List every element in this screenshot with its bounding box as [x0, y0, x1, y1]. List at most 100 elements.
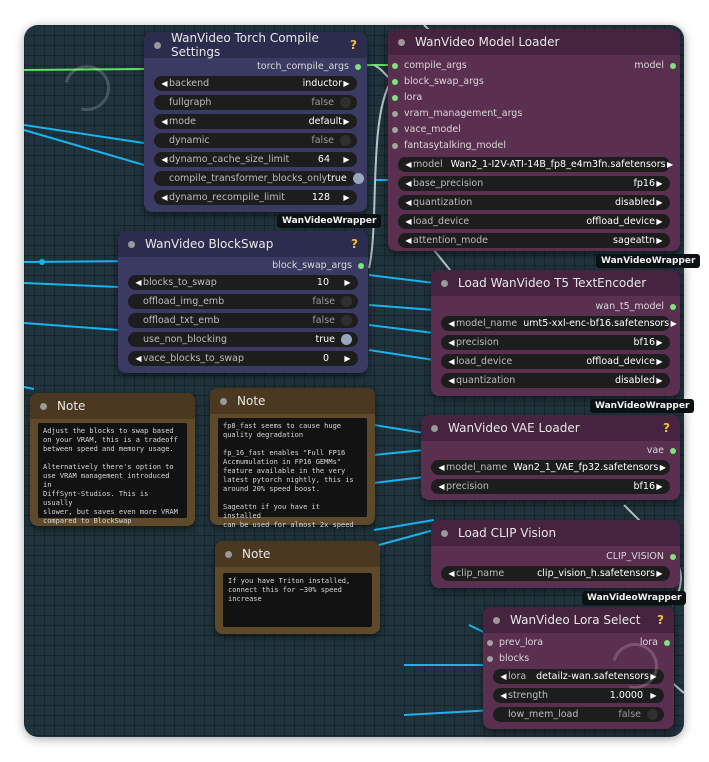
- arrow-right-icon[interactable]: ▶: [656, 482, 663, 491]
- input-block-swap-args[interactable]: block_swap_args: [392, 76, 484, 87]
- output-lora[interactable]: lora: [640, 637, 670, 648]
- note-text[interactable]: Adjust the blocks to swap based on your …: [38, 423, 187, 525]
- arrow-left-icon[interactable]: ◀: [405, 217, 412, 226]
- input-fantasytalking-model[interactable]: fantasytalking_model: [392, 140, 506, 151]
- output-wan-t5-model[interactable]: wan_t5_model: [596, 301, 676, 312]
- node-header[interactable]: Load WanVideo T5 TextEncoder: [431, 270, 680, 296]
- output-clip-vision[interactable]: CLIP_VISION: [606, 551, 676, 562]
- arrow-left-icon[interactable]: ◀: [161, 155, 168, 164]
- arrow-left-icon[interactable]: ◀: [438, 482, 445, 491]
- output-socket-icon[interactable]: [670, 447, 676, 454]
- collapse-dot-icon[interactable]: [128, 240, 135, 248]
- arrow-right-icon[interactable]: ▶: [656, 376, 663, 385]
- arrow-right-icon[interactable]: ▶: [344, 278, 351, 287]
- arrow-right-icon[interactable]: ▶: [656, 338, 663, 347]
- toggle-icon[interactable]: [340, 97, 351, 108]
- input-socket-icon[interactable]: [392, 110, 398, 117]
- node-header[interactable]: Load CLIP Vision: [431, 520, 680, 546]
- node-header[interactable]: Note: [30, 393, 195, 419]
- arrow-right-icon[interactable]: ▶: [670, 319, 677, 328]
- note-text[interactable]: fp8_fast seems to cause huge quality deg…: [218, 418, 367, 529]
- output-socket-icon[interactable]: [664, 639, 670, 646]
- output-block-swap-args[interactable]: block_swap_args: [272, 260, 364, 271]
- toggle-icon[interactable]: [647, 709, 658, 720]
- node-wanvideo-blockswap[interactable]: WanVideo BlockSwap ? block_swap_args ◀bl…: [118, 231, 368, 373]
- node-graph-canvas[interactable]: WanVideo Torch Compile Settings ? torch_…: [23, 24, 701, 737]
- input-vram-management-args[interactable]: vram_management_args: [392, 108, 522, 119]
- input-socket-icon[interactable]: [392, 78, 398, 85]
- input-socket-icon[interactable]: [392, 126, 398, 133]
- node-wanvideo-lora-select[interactable]: WanVideo Lora Select ? prev_lora blocks …: [483, 607, 674, 729]
- arrow-right-icon[interactable]: ▶: [344, 354, 351, 363]
- node-note-blockswap[interactable]: Note Adjust the blocks to swap based on …: [30, 393, 195, 526]
- input-blocks[interactable]: blocks: [487, 653, 529, 664]
- input-compile-args[interactable]: compile_args: [392, 60, 467, 71]
- collapse-dot-icon[interactable]: [441, 279, 448, 287]
- output-socket-icon[interactable]: [358, 262, 364, 269]
- arrow-right-icon[interactable]: ▶: [343, 193, 350, 202]
- input-socket-icon[interactable]: [392, 142, 398, 149]
- arrow-left-icon[interactable]: ◀: [161, 193, 168, 202]
- input-socket-icon[interactable]: [392, 62, 398, 69]
- arrow-right-icon[interactable]: ▶: [656, 217, 663, 226]
- collapse-dot-icon[interactable]: [493, 616, 500, 624]
- collapse-dot-icon[interactable]: [154, 41, 161, 49]
- collapse-dot-icon[interactable]: [40, 402, 47, 410]
- input-prev-lora[interactable]: prev_lora: [487, 637, 543, 648]
- help-icon[interactable]: ?: [351, 237, 358, 251]
- arrow-left-icon[interactable]: ◀: [448, 376, 455, 385]
- arrow-right-icon[interactable]: ▶: [656, 198, 663, 207]
- output-model[interactable]: model: [634, 60, 676, 71]
- node-torch-compile-settings[interactable]: WanVideo Torch Compile Settings ? torch_…: [144, 31, 367, 212]
- input-socket-icon[interactable]: [487, 639, 493, 646]
- output-vae[interactable]: vae: [647, 445, 676, 456]
- arrow-left-icon[interactable]: ◀: [405, 236, 412, 245]
- arrow-left-icon[interactable]: ◀: [500, 672, 507, 681]
- arrow-left-icon[interactable]: ◀: [448, 569, 455, 578]
- output-socket-icon[interactable]: [355, 63, 361, 70]
- arrow-right-icon[interactable]: ▶: [659, 463, 666, 472]
- collapse-dot-icon[interactable]: [225, 550, 232, 558]
- arrow-left-icon[interactable]: ◀: [405, 198, 412, 207]
- toggle-icon[interactable]: [341, 296, 352, 307]
- arrow-left-icon[interactable]: ◀: [448, 319, 455, 328]
- collapse-dot-icon[interactable]: [398, 38, 405, 46]
- node-header[interactable]: Note: [210, 388, 375, 414]
- input-lora[interactable]: lora: [392, 92, 422, 103]
- collapse-dot-icon[interactable]: [220, 397, 227, 405]
- node-header[interactable]: WanVideo Torch Compile Settings ?: [144, 31, 367, 59]
- arrow-right-icon[interactable]: ▶: [666, 160, 674, 169]
- node-note-triton[interactable]: Note If you have Triton installed, conne…: [215, 541, 380, 634]
- node-load-t5-textencoder[interactable]: Load WanVideo T5 TextEncoder wan_t5_mode…: [431, 270, 680, 396]
- node-header[interactable]: WanVideo VAE Loader ?: [421, 415, 680, 441]
- arrow-left-icon[interactable]: ◀: [438, 463, 445, 472]
- node-header[interactable]: WanVideo Lora Select ?: [483, 607, 674, 633]
- arrow-right-icon[interactable]: ▶: [650, 691, 657, 700]
- arrow-left-icon[interactable]: ◀: [448, 338, 455, 347]
- node-header[interactable]: WanVideo Model Loader: [388, 29, 680, 55]
- arrow-right-icon[interactable]: ▶: [656, 179, 663, 188]
- arrow-left-icon[interactable]: ◀: [135, 354, 142, 363]
- help-icon[interactable]: ?: [657, 613, 664, 627]
